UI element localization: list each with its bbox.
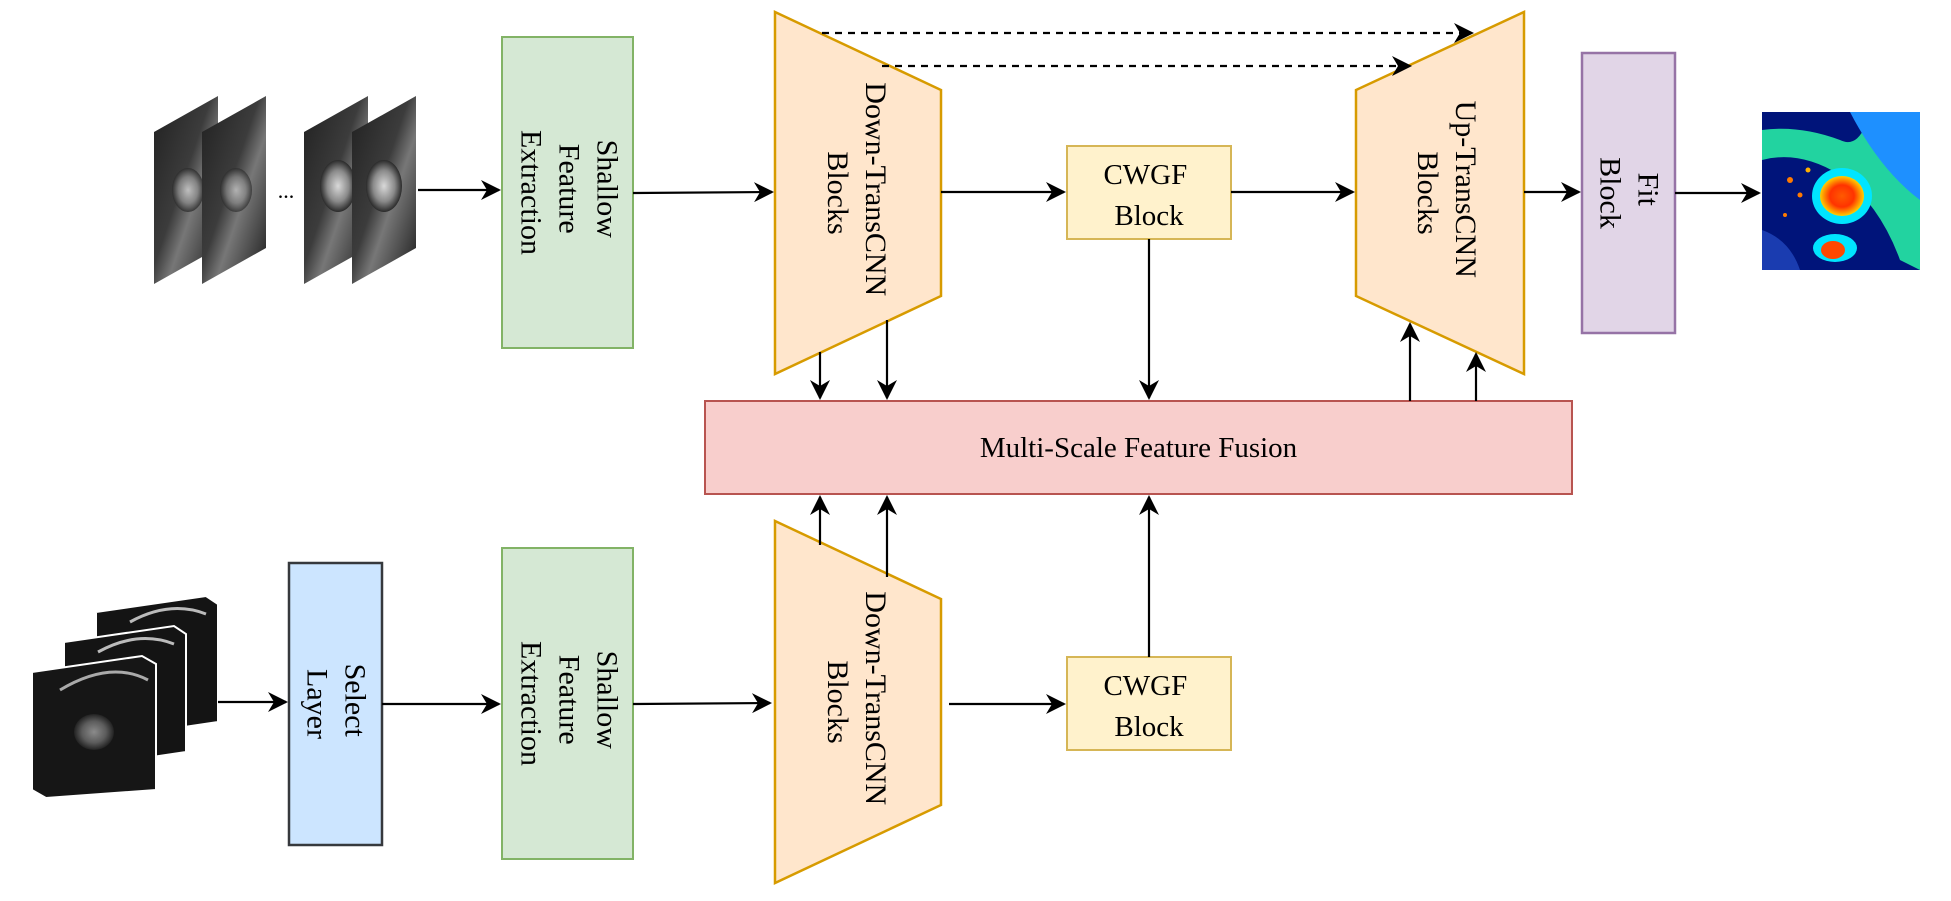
- up-transcnn-label: Up-TransCNN Blocks: [1411, 101, 1482, 286]
- down-transcnn-top-block: [773, 10, 943, 376]
- fit-block-box: [1580, 51, 1677, 335]
- up-transcnn-block: [1354, 10, 1526, 376]
- ellipsis-text: ...: [278, 178, 295, 203]
- output-segmentation-image: [1762, 112, 1920, 270]
- select-layer-label: Select Layer: [301, 664, 372, 745]
- down-transcnn-bottom-block: [773, 519, 943, 885]
- input-mri-sequence-image: ...: [154, 96, 416, 284]
- shallow-feature-extraction-top-label: Shallow Feature Extraction: [515, 130, 624, 255]
- multi-scale-feature-fusion-label: Multi-Scale Feature Fusion: [980, 432, 1298, 464]
- cwgf-block-top-label: CWGF Block: [1103, 159, 1194, 232]
- select-layer-box: [287, 561, 384, 847]
- multi-scale-feature-fusion-box: [704, 400, 1573, 495]
- down-transcnn-top-label: Down-TransCNN Blocks: [821, 82, 892, 303]
- input-mri-stack-image: [31, 594, 219, 800]
- down-transcnn-bottom-label: Down-TransCNN Blocks: [821, 591, 892, 812]
- arrow-shallow-to-down-top: [632, 182, 774, 203]
- cwgf-block-bottom: [1066, 656, 1232, 751]
- cwgf-block-bottom-label: CWGF Block: [1103, 670, 1194, 743]
- arrow-shallow-to-down-bottom: [632, 693, 772, 714]
- shallow-feature-extraction-bottom-label: Shallow Feature Extraction: [515, 641, 624, 766]
- connectors: [218, 23, 1761, 714]
- fit-block-label: Fit Block: [1594, 157, 1665, 229]
